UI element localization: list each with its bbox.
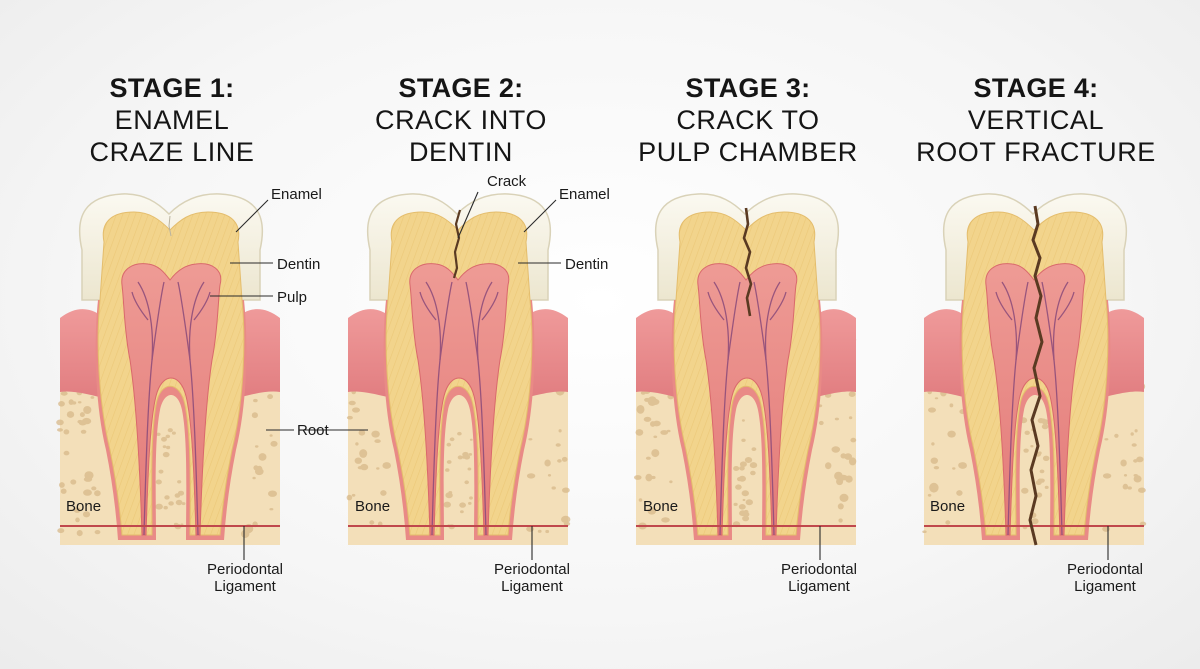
stage-3-crack	[742, 207, 753, 317]
stage-3-title-line3: PULP CHAMBER	[638, 137, 858, 167]
stage-4-label-bone: Bone	[930, 498, 966, 515]
stage-2-title-line3: DENTIN	[408, 137, 514, 167]
stage-1-title-line1: STAGE 1:	[109, 73, 235, 103]
stage-4-periodontal-line2: Ligament	[1074, 578, 1136, 595]
stage-4-nerves	[995, 281, 1075, 536]
stage-4-periodontal-line1: Periodontal	[1067, 561, 1143, 578]
stage-3-title: STAGE 3: CRACK TO PULP CHAMBER	[618, 72, 878, 168]
stage-1-periodontal-line2: Ligament	[214, 578, 276, 595]
stage-4-crack	[1028, 205, 1044, 546]
stage-3-label-bone: Bone	[643, 498, 679, 515]
stage-4-title-line1: STAGE 4:	[973, 73, 1099, 103]
stage-3-periodontal-line1: Periodontal	[781, 561, 857, 578]
stage-2-title: STAGE 2: CRACK INTO DENTIN	[331, 72, 591, 168]
stage-1-title-line2: ENAMEL	[114, 105, 230, 135]
stage-1-periodontal-line1: Periodontal	[207, 561, 283, 578]
stage-4-title-line2: VERTICAL	[967, 105, 1105, 135]
stage-4-title-line3: ROOT FRACTURE	[916, 137, 1156, 167]
stage-1-label-bone: Bone	[66, 498, 102, 515]
stage-2-crack	[452, 209, 462, 279]
stage-1-title: STAGE 1: ENAMEL CRAZE LINE	[42, 72, 302, 168]
stage-2-periodontal-line2: Ligament	[501, 578, 563, 595]
stage-1-title-line3: CRAZE LINE	[89, 137, 255, 167]
stage-3-periodontal-line2: Ligament	[788, 578, 850, 595]
stage-4-title: STAGE 4: VERTICAL ROOT FRACTURE	[906, 72, 1166, 168]
stage-2-label-crack: Crack	[487, 173, 527, 190]
stage-1-craze-line	[168, 215, 172, 237]
stage-4-label-periodontal: Periodontal Ligament	[1050, 561, 1160, 595]
stage-1-tooth-panel	[56, 193, 294, 560]
stage-4-tooth-panel	[922, 193, 1147, 560]
stage-1-leader-lines	[210, 199, 294, 560]
stage-2-title-line1: STAGE 2:	[398, 73, 524, 103]
stage-2-title-line2: CRACK INTO	[374, 105, 548, 135]
stage-1-label-pulp: Pulp	[277, 289, 308, 306]
stage-3-title-line1: STAGE 3:	[685, 73, 811, 103]
stage-2-label-dentin: Dentin	[565, 256, 609, 273]
stage-2-periodontal-line1: Periodontal	[494, 561, 570, 578]
stage-2-nerves	[419, 281, 499, 536]
stage-2-label-bone: Bone	[355, 498, 391, 515]
stage-2-tooth-panel	[302, 191, 571, 560]
stage-1-label-dentin: Dentin	[277, 256, 321, 273]
stage-1-label-root: Root	[297, 422, 329, 439]
stage-3-title-line2: CRACK TO	[676, 105, 820, 135]
stage-3-nerves	[707, 281, 787, 536]
stage-1-label-enamel: Enamel	[271, 186, 322, 203]
stage-2-leader-lines	[302, 191, 561, 560]
stage-1-label-periodontal: Periodontal Ligament	[190, 561, 300, 595]
stage-2-label-enamel: Enamel	[559, 186, 610, 203]
stage-2-label-periodontal: Periodontal Ligament	[477, 561, 587, 595]
stage-1-nerves	[131, 281, 211, 536]
stage-3-tooth-panel	[634, 193, 857, 560]
stage-3-label-periodontal: Periodontal Ligament	[764, 561, 874, 595]
